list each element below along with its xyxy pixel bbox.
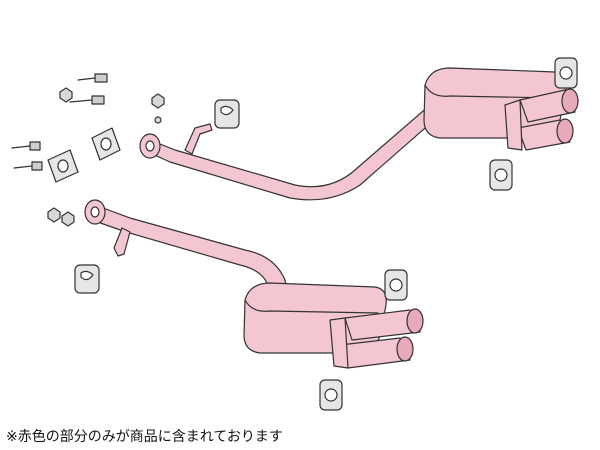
upper-exhaust-assembly	[139, 67, 579, 201]
lower-exhaust-assembly	[84, 199, 424, 369]
upper-hanger-bracket	[184, 123, 213, 155]
bolts-and-springs	[11, 73, 165, 227]
rubber-hanger	[74, 264, 100, 294]
lower-hanger-bracket	[113, 227, 131, 257]
rubber-hanger	[489, 159, 513, 191]
rubber-hanger	[214, 99, 240, 129]
rubber-hanger	[319, 379, 343, 411]
upper-tail-pipes	[504, 88, 579, 151]
product-scope-note: ※赤色の部分のみが商品に含まれております	[6, 429, 283, 445]
gasket	[91, 127, 121, 161]
rubber-hanger	[384, 269, 408, 301]
rubber-hanger	[554, 57, 578, 89]
lower-tail-pipes	[329, 308, 424, 369]
gasket	[47, 149, 79, 183]
exhaust-system-diagram	[11, 57, 579, 411]
